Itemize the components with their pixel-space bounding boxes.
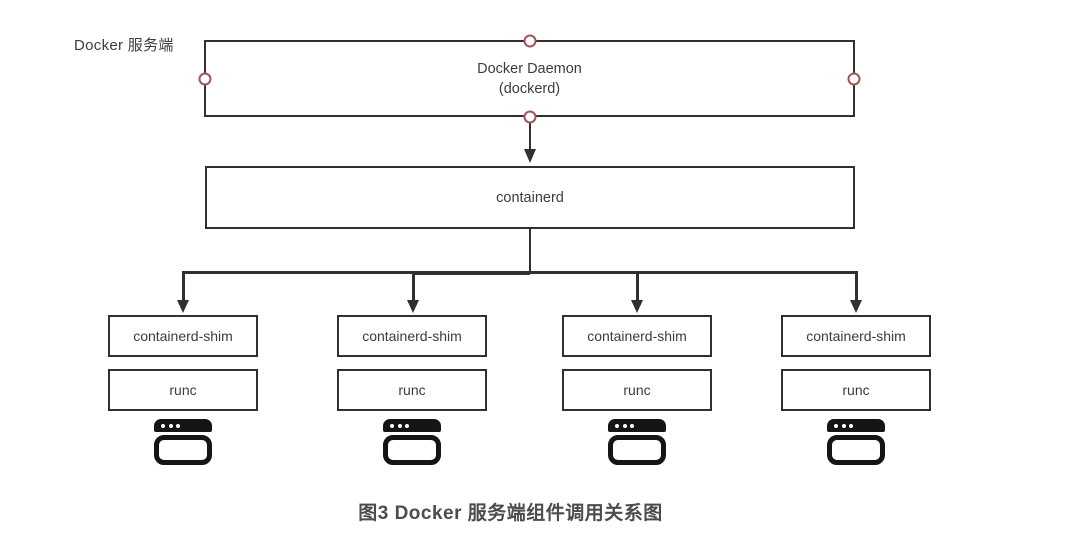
- connector-handle-bottom-icon: [523, 110, 537, 124]
- window-dot-icon: [397, 423, 402, 428]
- branch-line-overlap: [413, 273, 530, 275]
- arrow-down-icon: [524, 149, 536, 163]
- containerd-shim-box: containerd-shim: [337, 315, 487, 357]
- window-titlebar: [383, 419, 441, 432]
- window-body: [383, 434, 441, 465]
- containerd-shim-label: containerd-shim: [806, 328, 906, 344]
- window-dot-icon: [834, 423, 838, 428]
- window-dot-icon: [622, 423, 627, 428]
- window-dot-icon: [168, 423, 173, 428]
- window-titlebar: [608, 419, 666, 432]
- containerd-shim-label: containerd-shim: [362, 328, 462, 344]
- window-dot-icon: [849, 423, 853, 428]
- connector-handle-right-icon: [847, 72, 861, 86]
- figure-caption: 图3 Docker 服务端组件调用关系图: [358, 503, 663, 524]
- branch-drop-line: [182, 271, 185, 302]
- docker-daemon-box: Docker Daemon (dockerd): [204, 40, 855, 117]
- window-dot-icon: [176, 423, 180, 428]
- daemon-subtitle: (dockerd): [498, 80, 561, 97]
- arrow-down-icon: [407, 300, 419, 313]
- daemon-title: Docker Daemon: [477, 60, 582, 77]
- containerd-shim-box: containerd-shim: [562, 315, 712, 357]
- runc-box: runc: [337, 369, 487, 411]
- runc-label: runc: [169, 382, 197, 398]
- terminal-window-icon: [827, 419, 885, 465]
- window-dot-icon: [390, 423, 394, 428]
- window-dot-icon: [615, 423, 619, 428]
- connector-handle-left-icon: [198, 72, 212, 86]
- runc-box: runc: [108, 369, 258, 411]
- terminal-window-icon: [154, 419, 212, 465]
- branch-drop-line: [855, 271, 858, 302]
- containerd-label: containerd: [496, 189, 564, 206]
- containerd-shim-label: containerd-shim: [133, 328, 233, 344]
- window-body: [154, 434, 212, 465]
- runc-box: runc: [562, 369, 712, 411]
- daemon-to-containerd-line: [528, 118, 531, 151]
- arrow-down-icon: [631, 300, 643, 313]
- arrow-down-icon: [177, 300, 189, 313]
- containerd-shim-box: containerd-shim: [781, 315, 931, 357]
- runc-label: runc: [398, 382, 426, 398]
- window-body: [827, 434, 885, 465]
- branch-line: [182, 271, 858, 274]
- docker-server-group-label: Docker 服务端: [74, 37, 174, 54]
- branch-drop-line: [412, 271, 415, 302]
- terminal-window-icon: [608, 419, 666, 465]
- window-dot-icon: [841, 423, 846, 428]
- containerd-shim-label: containerd-shim: [587, 328, 687, 344]
- window-titlebar: [154, 419, 212, 432]
- containerd-stem-line: [528, 229, 531, 272]
- arrow-down-icon: [850, 300, 862, 313]
- runc-label: runc: [623, 382, 651, 398]
- window-dot-icon: [405, 423, 409, 428]
- runc-box: runc: [781, 369, 931, 411]
- containerd-shim-box: containerd-shim: [108, 315, 258, 357]
- window-body: [608, 434, 666, 465]
- terminal-window-icon: [383, 419, 441, 465]
- runc-label: runc: [842, 382, 870, 398]
- connector-handle-top-icon: [523, 34, 537, 48]
- containerd-box: containerd: [205, 166, 855, 229]
- window-dot-icon: [161, 423, 165, 428]
- branch-drop-line: [636, 271, 639, 302]
- window-titlebar: [827, 419, 885, 432]
- window-dot-icon: [630, 423, 634, 428]
